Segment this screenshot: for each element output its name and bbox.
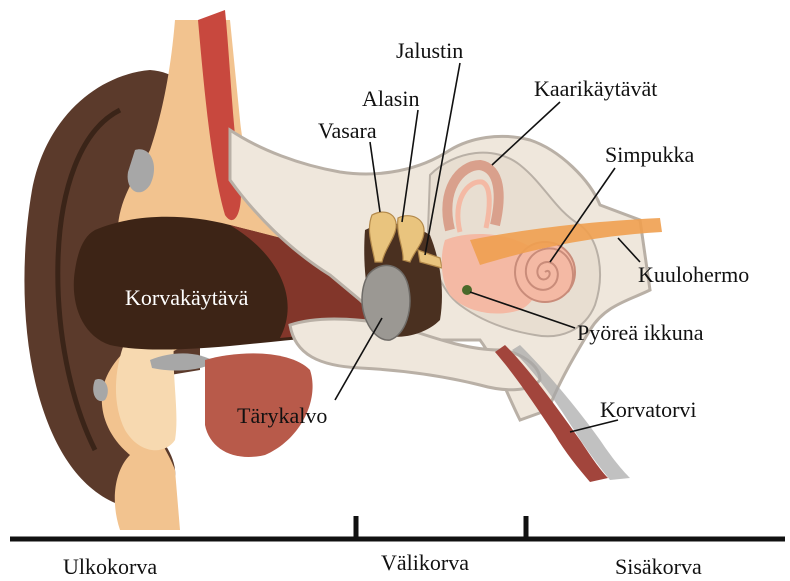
- label-pyorea-ikkuna: Pyöreä ikkuna: [577, 320, 704, 345]
- label-vasara: Vasara: [318, 118, 377, 143]
- region-inner-label: Sisäkorva: [615, 554, 702, 579]
- label-simpukka: Simpukka: [605, 142, 694, 167]
- label-korvakaytava: Korvakäytävä: [125, 285, 249, 310]
- round-window: [462, 285, 472, 295]
- region-middle-label: Välikorva: [381, 550, 469, 575]
- label-jalustin: Jalustin: [396, 38, 463, 63]
- label-alasin: Alasin: [362, 86, 419, 111]
- label-tarykalvo: Tärykalvo: [237, 403, 327, 428]
- label-kuulohermo: Kuulohermo: [638, 262, 749, 287]
- label-korvatorvi: Korvatorvi: [600, 397, 697, 422]
- label-kaarikaytavat: Kaarikäytävät: [534, 76, 657, 101]
- region-outer-label: Ulkokorva: [63, 554, 157, 579]
